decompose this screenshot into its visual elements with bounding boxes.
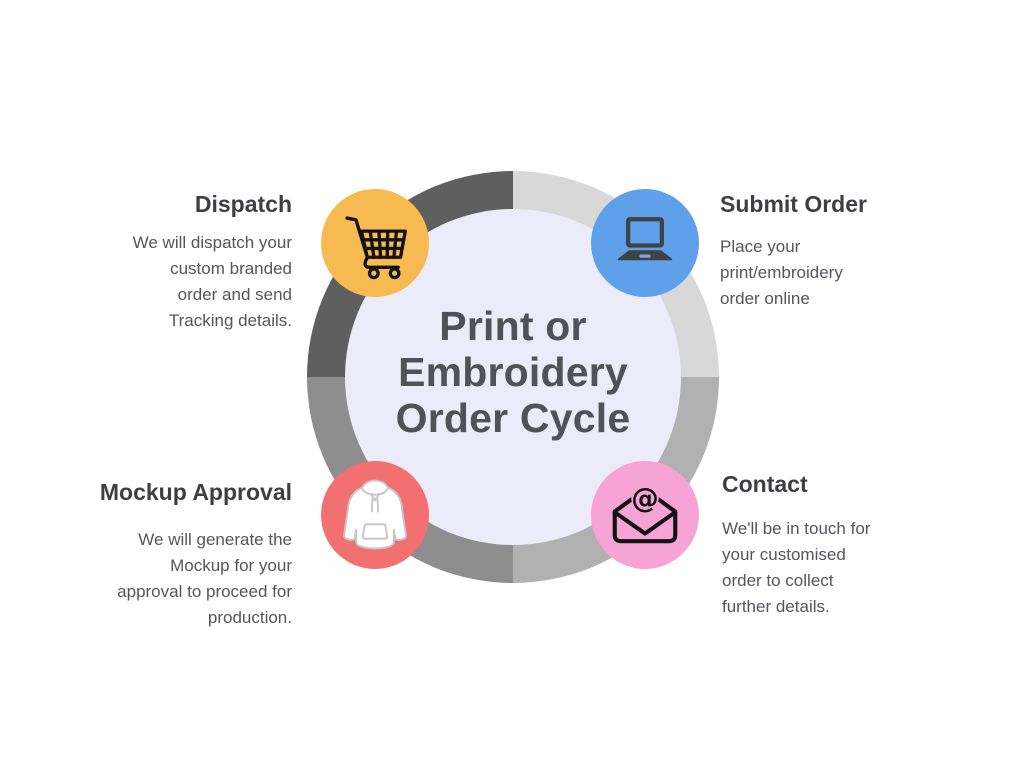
body-line: your customised (722, 545, 846, 564)
submit-order-heading: Submit Order (720, 191, 867, 217)
hoodie-icon (343, 479, 407, 550)
body-line: We will generate the (138, 530, 292, 549)
contact-heading: Contact (722, 471, 808, 497)
body-line: We'll be in touch for (722, 519, 871, 538)
dispatch-icon-circle (321, 189, 429, 297)
mockup-approval-icon-circle (321, 461, 429, 569)
contact-icon-circle: @ (591, 461, 699, 569)
body-line: print/embroidery (720, 263, 843, 282)
body-line: custom branded (170, 259, 292, 278)
laptop-icon (617, 217, 673, 261)
submit-order-section: Submit Order Place your print/embroidery… (720, 189, 935, 312)
body-line: order and send (177, 285, 292, 304)
at-symbol: @ (631, 482, 659, 514)
body-line: We will dispatch your (132, 233, 292, 252)
diagram-title: Print or Embroidery Order Cycle (396, 303, 631, 441)
mockup-approval-description: We will generate the Mockup for your app… (41, 527, 292, 631)
email-at-icon: @ (612, 482, 678, 544)
dispatch-description: We will dispatch your custom branded ord… (56, 230, 292, 334)
title-line: Embroidery (398, 349, 628, 395)
contact-description: We'll be in touch for your customised or… (722, 516, 937, 620)
contact-section: Contact We'll be in touch for your custo… (722, 469, 937, 620)
body-line: Tracking details. (168, 311, 292, 330)
dispatch-heading: Dispatch (194, 191, 292, 217)
submit-order-description: Place your print/embroidery order online (720, 234, 935, 312)
title-line: Print or (439, 303, 587, 349)
body-line: further details. (722, 597, 830, 616)
body-line: Place your (720, 237, 801, 256)
body-line: production. (207, 608, 292, 627)
mockup-approval-section: Mockup Approval We will generate the Moc… (41, 477, 292, 631)
mockup-approval-heading: Mockup Approval (99, 479, 292, 505)
submit-order-icon-circle (591, 189, 699, 297)
dispatch-section: Dispatch We will dispatch your custom br… (56, 189, 292, 334)
body-line: approval to proceed for (117, 582, 292, 601)
body-line: Mockup for your (170, 556, 292, 575)
title-line: Order Cycle (395, 395, 631, 441)
shopping-cart-icon (345, 216, 407, 280)
body-line: order online (720, 289, 810, 308)
body-line: order to collect (722, 571, 834, 590)
